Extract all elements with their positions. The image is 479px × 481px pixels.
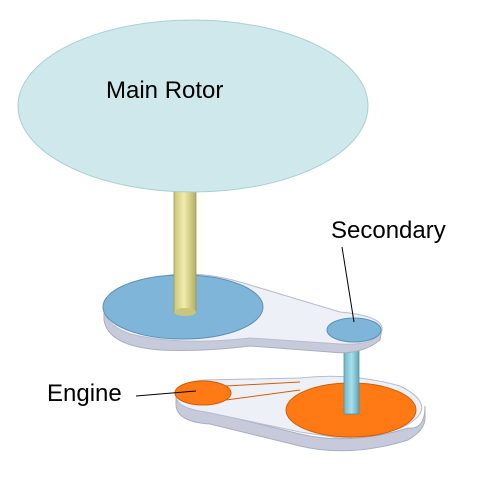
lower-belt-assembly	[174, 375, 426, 452]
main-rotor-disc	[17, 19, 369, 193]
engine-label: Engine	[47, 380, 122, 407]
engine-leader-line	[135, 390, 197, 397]
link-shaft	[343, 345, 360, 415]
rotor-shaft	[173, 187, 197, 316]
main-rotor-label: Main Rotor	[106, 77, 223, 104]
engine-pulley	[174, 380, 232, 406]
secondary-leader-line	[341, 246, 355, 323]
lower-belt-side	[175, 391, 426, 452]
secondary-pulley	[326, 317, 382, 343]
secondary-label: Secondary	[331, 217, 446, 244]
upper-belt-assembly	[102, 273, 383, 354]
lower-belt-strip	[225, 381, 301, 401]
